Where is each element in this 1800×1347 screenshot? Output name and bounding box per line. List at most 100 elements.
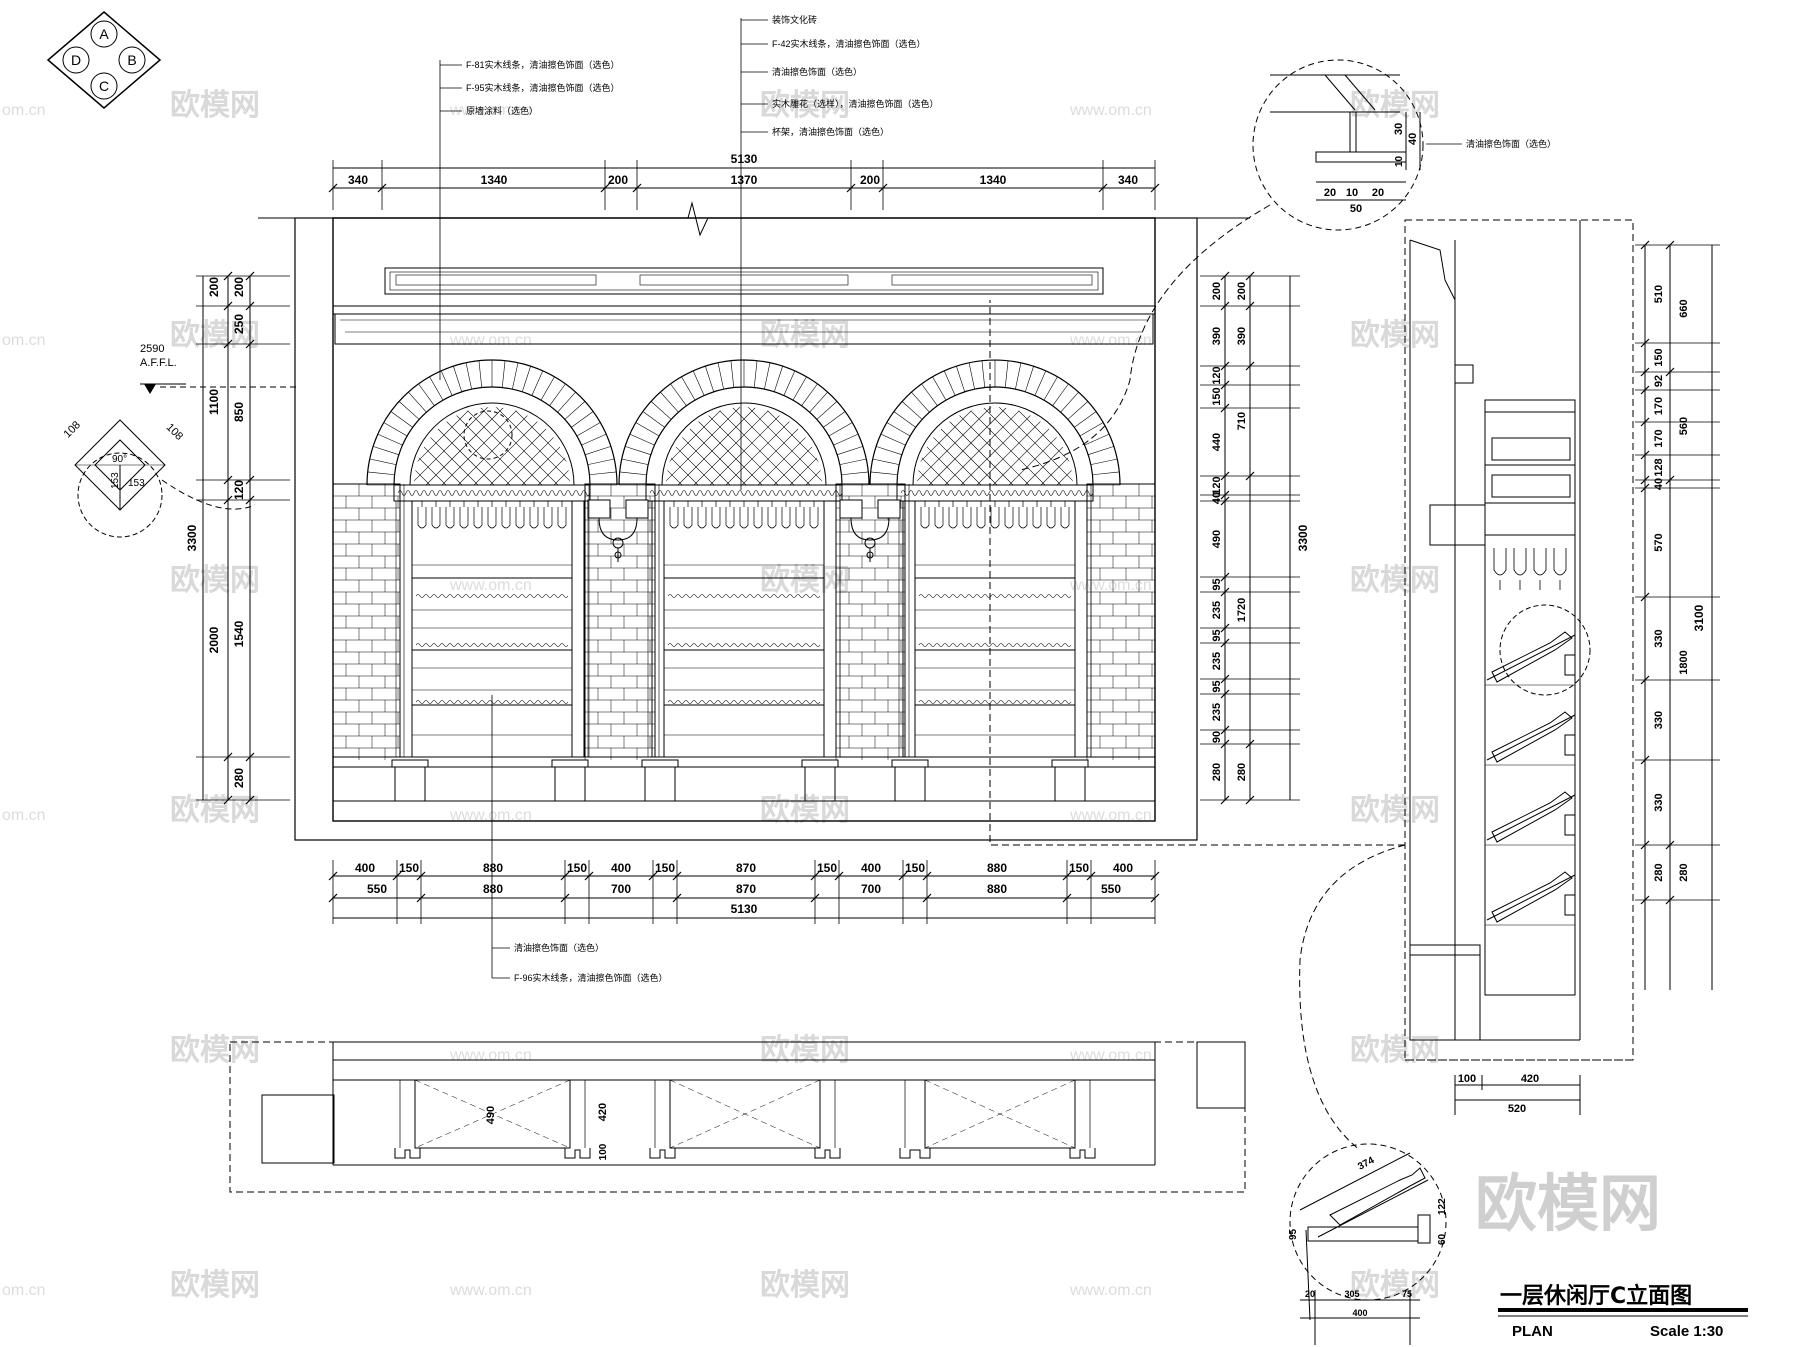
top-note-3: 原墙涂料（选色） <box>466 105 538 116</box>
right-mid-5: 280 <box>1236 763 1248 781</box>
right-inner-15: 90 <box>1211 731 1223 743</box>
molding-v1: 30 <box>1393 123 1405 135</box>
drawing-scale: Scale 1:30 <box>1650 1323 1723 1340</box>
molding-detail: 30 40 10 20 10 20 50 清油擦色饰面（选色） <box>1019 59 1556 471</box>
wine-glass <box>753 507 763 529</box>
bottom-dim-row1-2: 150 <box>399 861 419 875</box>
watermark-text: 欧模网 <box>760 1033 850 1068</box>
bottom-leader-notes: 清油擦色饰面（选色） F-96实木线条，清油擦色饰面（选色） <box>491 695 668 983</box>
cornice <box>332 267 1156 345</box>
watermark-text: 欧模网 <box>760 1268 850 1303</box>
watermark-text: www.om.cn <box>449 807 532 824</box>
left-inner-3: 850 <box>232 402 246 422</box>
plan-dim-2: 420 <box>597 1103 609 1121</box>
watermark-fragment: om.cn <box>2 807 46 824</box>
carved-band <box>393 484 591 502</box>
top-dim-1: 340 <box>348 173 368 187</box>
bottle-rack-1 <box>1485 631 1576 686</box>
watermark-text: 欧模网 <box>170 88 260 123</box>
rack-w1: 20 <box>1305 1289 1315 1299</box>
wine-glass <box>1513 548 1527 576</box>
watermark-text: 欧模网 <box>170 793 260 828</box>
wine-glass <box>459 507 469 529</box>
section-inner-4: 170 <box>1653 397 1665 415</box>
watermark-text: 欧模网 <box>170 563 260 598</box>
watermark-text: 欧模网 <box>760 563 850 598</box>
right-dimensions: 2003901201504401204049095235952359523590… <box>1200 271 1310 805</box>
watermark-fragment: om.cn <box>2 332 46 349</box>
lattice <box>414 407 570 485</box>
molding-h1: 20 <box>1324 187 1336 199</box>
top-dim-6: 1340 <box>980 173 1007 187</box>
watermark-fragment: om.cn <box>2 1282 46 1299</box>
molding-h2: 10 <box>1346 187 1358 199</box>
wine-glass <box>795 507 805 529</box>
top-dim-7: 340 <box>1118 173 1138 187</box>
center-note-3: 清油擦色饰面（选色） <box>772 66 862 77</box>
corner-side-b: 108 <box>164 421 185 442</box>
bottom-note-2: F-96实木线条，清油擦色饰面（选色） <box>514 972 668 983</box>
wine-glass <box>445 507 455 529</box>
right-mid-1: 200 <box>1236 282 1248 300</box>
pilaster-profile <box>1069 1148 1096 1159</box>
wine-glass <box>683 507 693 529</box>
arch-2 <box>618 359 870 758</box>
rack-top: 374 <box>1356 1155 1376 1173</box>
pilaster-profile <box>394 1148 421 1159</box>
plinth <box>1054 766 1086 802</box>
left-dim-1: 200 <box>207 277 221 297</box>
left-inner-2: 250 <box>232 314 246 334</box>
bottom-dim-row2-1: 550 <box>367 882 387 896</box>
left-dim-3: 2000 <box>207 626 221 653</box>
wine-glass <box>431 507 441 529</box>
rack-h3: 60 <box>1437 1233 1448 1245</box>
bottle-rack-2 <box>1485 711 1576 766</box>
right-inner-2: 390 <box>1211 327 1223 345</box>
rack-w2: 305 <box>1344 1289 1359 1299</box>
carved-band <box>896 484 1094 502</box>
watermark-fragment: om.cn <box>2 102 46 119</box>
center-note-2: F-42实木线条，清油擦色饰面（选色） <box>772 38 926 49</box>
molding-total: 50 <box>1350 203 1362 215</box>
watermark-corner: 欧模网 <box>1475 1167 1661 1240</box>
molding-v3: 10 <box>1394 155 1405 167</box>
left-inner-1: 200 <box>232 277 246 297</box>
watermark-text: 欧模网 <box>1350 1033 1440 1068</box>
section-inner-7: 40 <box>1653 478 1665 490</box>
level-label: A.F.F.L. <box>140 357 177 369</box>
wine-glass <box>948 507 958 529</box>
watermark-text: www.om.cn <box>1069 807 1152 824</box>
pilaster-profile <box>899 1148 931 1159</box>
bottle-rack-3 <box>1485 791 1576 846</box>
section-inner-8: 570 <box>1653 533 1665 551</box>
plan-bay-2 <box>669 1079 821 1149</box>
wine-glass <box>487 507 497 529</box>
right-mid-2: 390 <box>1236 327 1248 345</box>
bottom-dim-row2-7: 550 <box>1101 882 1121 896</box>
watermark-text: www.om.cn <box>449 1282 532 1299</box>
center-note-4: 实木雕花（选样），清油擦色饰面（选色） <box>772 98 939 109</box>
section-bottom-2: 420 <box>1521 1073 1539 1085</box>
left-dim-2: 1100 <box>207 389 221 415</box>
right-inner-10: 235 <box>1211 601 1223 619</box>
wine-glass <box>920 507 930 529</box>
bottom-dim-row1-12: 150 <box>1069 861 1089 875</box>
top-note-1: F-81实木线条，清油擦色饰面（选色） <box>466 59 620 70</box>
watermark-text: www.om.cn <box>1069 102 1152 119</box>
level-value: 2590 <box>140 343 164 355</box>
watermark-text: 欧模网 <box>760 88 850 123</box>
index-key-c: C <box>99 78 109 94</box>
arch-1 <box>366 359 618 758</box>
brick-wall <box>332 483 1156 760</box>
drawing-subtitle: PLAN <box>1512 1323 1553 1340</box>
lattice <box>666 407 822 485</box>
right-inner-8: 490 <box>1211 530 1223 548</box>
watermark-text: www.om.cn <box>449 1047 532 1064</box>
wine-glass <box>529 507 539 529</box>
wine-glass <box>767 507 777 529</box>
wine-glass <box>711 507 721 529</box>
right-inner-5: 440 <box>1211 433 1223 451</box>
rack-detail: 374 95 122 60 20 305 75 400 <box>1288 1143 1448 1345</box>
section-mid-3: 1800 <box>1678 650 1690 674</box>
wine-glass <box>1004 507 1014 529</box>
